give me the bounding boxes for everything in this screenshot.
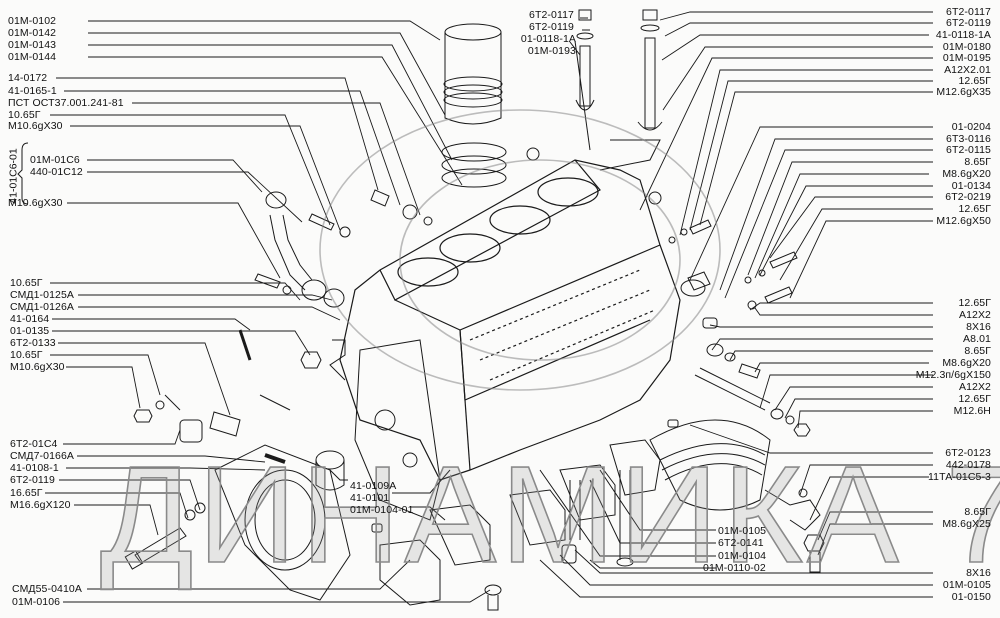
- part-label: А12Х2: [958, 381, 991, 393]
- part-label: 01М-0105: [718, 525, 767, 537]
- cylinder-liner: [443, 23, 503, 125]
- part-label: 41-0164: [10, 313, 50, 325]
- part-label: 6Т2-0115: [946, 144, 991, 156]
- part-label: М12.6gX50: [936, 215, 991, 227]
- part-label: М16.6gX120: [10, 499, 71, 511]
- part-label: 01М-0105: [942, 579, 991, 591]
- part-label: 01М-0195: [942, 52, 991, 64]
- leader-lines-left: [45, 20, 491, 603]
- part-label: 01М-0106: [12, 596, 61, 608]
- part-label: 6Т2-0117: [946, 6, 991, 18]
- part-label: М12.3п/6gX150: [915, 369, 991, 381]
- part-label: А12Х2.01: [944, 64, 991, 76]
- part-label: М12.6Н: [953, 405, 991, 417]
- part-label: 8.65Г: [964, 506, 991, 518]
- part-label: 01М-0143: [8, 39, 57, 51]
- part-label: 6Т2-0119: [529, 21, 574, 33]
- part-label: 01-0135: [10, 325, 50, 337]
- part-label: А8.01: [963, 333, 991, 345]
- part-label: М10.6gX30: [8, 120, 63, 132]
- part-label: 10.65Г: [8, 109, 41, 121]
- part-label: СМД7-0166А: [10, 450, 75, 462]
- part-label: 6Т2-0219: [945, 191, 991, 203]
- part-label: 12.65Г: [958, 393, 991, 405]
- part-label: 12.65Г: [958, 203, 991, 215]
- part-label: 01-0118-1А: [520, 33, 576, 45]
- part-label: 01М-0142: [8, 27, 57, 39]
- part-label: 01-0134: [951, 180, 991, 192]
- part-label: СМД1-0126А: [10, 301, 75, 313]
- seal-housing: [214, 444, 351, 601]
- part-label: 8Х16: [966, 321, 991, 333]
- oil-jet: [764, 489, 821, 531]
- part-label: 11ТА-01С5-3: [927, 471, 991, 483]
- bushing: [315, 450, 345, 491]
- part-label: 01-0150: [951, 591, 991, 603]
- part-label: 01М-0104: [718, 550, 767, 562]
- seal-rings: [441, 142, 507, 188]
- watermark-circles: [319, 109, 721, 391]
- part-label: 01М-01С6: [30, 154, 80, 166]
- part-label: 6Т2-01С4: [10, 438, 58, 450]
- part-label: 12.65Г: [958, 75, 991, 87]
- leader-lines-right: [539, 11, 933, 598]
- part-label: 41-0108-1: [10, 462, 59, 474]
- part-label: 442-0178: [945, 459, 991, 471]
- part-label: 41-0101: [350, 492, 390, 504]
- part-label: 6Т2-0141: [718, 537, 764, 549]
- part-label: М10.6gX30: [10, 361, 65, 373]
- part-label: 8Х16: [966, 567, 991, 579]
- part-label: 6Т3-0116: [946, 133, 991, 145]
- part-label: 6Т2-0117: [529, 9, 574, 21]
- part-label: 440-01С12: [30, 166, 83, 178]
- stud-assembly-right: [637, 9, 663, 131]
- part-label: А12Х2: [958, 309, 991, 321]
- watermark: ДИНАМИКА 76: [99, 438, 1000, 592]
- part-label: 6Т2-0123: [945, 447, 991, 459]
- part-label: 01М-0144: [8, 51, 57, 63]
- part-label: М10.6gX30: [8, 197, 63, 209]
- part-label: 12.65Г: [958, 297, 991, 309]
- group-brace: [17, 142, 29, 205]
- callout-brackets: [164, 139, 661, 411]
- part-label: М12.6gX35: [936, 86, 991, 98]
- group-label: 41-01С6-01: [7, 148, 20, 204]
- part-label: 01М-0102: [8, 15, 57, 27]
- part-label: 6Т2-0119: [10, 474, 55, 486]
- part-label: М8.6gX20: [942, 168, 991, 180]
- part-label: 01М-0193: [527, 45, 576, 57]
- part-label: 14-0172: [8, 72, 48, 84]
- part-label: 01-0204: [951, 121, 991, 133]
- part-label: М8.6gX25: [942, 518, 991, 530]
- part-label: СМД55-0410А: [12, 583, 82, 595]
- part-label: 01М-0110-02: [703, 562, 766, 574]
- rear-plate: [354, 339, 441, 521]
- part-label: 10.65Г: [10, 349, 43, 361]
- part-label: 01М-0104-01: [350, 504, 414, 516]
- part-label: М8.6gX20: [942, 357, 991, 369]
- stud-assembly-left: [575, 9, 595, 111]
- small-fasteners: [133, 147, 825, 611]
- part-label: 01М-0180: [942, 41, 991, 53]
- part-label: 16.65Г: [10, 487, 43, 499]
- part-label: 41-0165-1: [8, 85, 57, 97]
- bearing-caps: [379, 439, 661, 606]
- part-label: 6Т2-0119: [946, 17, 991, 29]
- part-label: 41-0109А: [350, 480, 397, 492]
- part-label: 10.65Г: [10, 277, 43, 289]
- piston: [649, 419, 771, 511]
- part-label: СМД1-0125А: [10, 289, 75, 301]
- part-label: 6Т2-0133: [10, 337, 56, 349]
- part-label: 41-0118-1А: [935, 29, 991, 41]
- bolt-m16: [124, 527, 187, 570]
- part-label: 8.65Г: [964, 345, 991, 357]
- cap-bolts: [561, 470, 634, 567]
- part-label: ПСТ ОСТ37.001.241-81: [8, 97, 124, 109]
- cylinder-block: [339, 159, 681, 481]
- part-label: 8.65Г: [964, 156, 991, 168]
- water-pipe: [265, 191, 345, 308]
